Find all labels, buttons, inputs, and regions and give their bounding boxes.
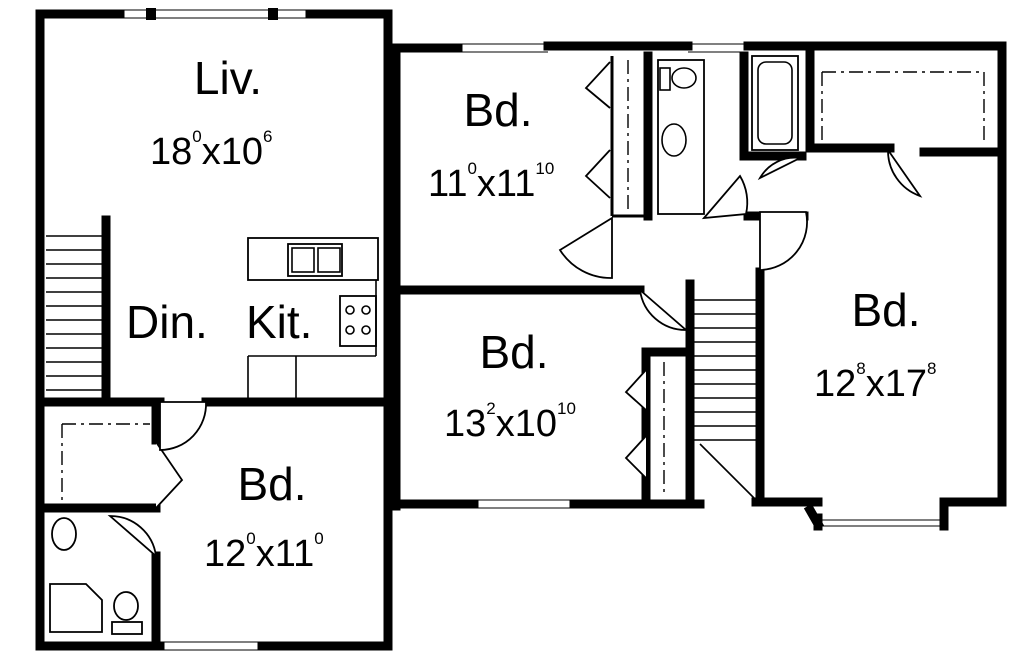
stairs-left — [46, 235, 102, 391]
room-label-bed-right: Bd. 128x178 — [814, 284, 937, 405]
closet-lines — [61, 60, 985, 500]
room-name-bed-right: Bd. — [851, 284, 920, 336]
room-name-living: Liv. — [194, 52, 262, 104]
room-label-bed-middle: Bd. 132x1010 — [444, 326, 576, 445]
room-label-living: Liv. 180x106 — [150, 52, 273, 173]
room-dim-living: 180x106 — [150, 127, 273, 173]
kitchen-fixtures — [247, 237, 379, 398]
room-name-bed-middle: Bd. — [479, 326, 548, 378]
room-label-bed-top-center: Bd. 110x1110 — [428, 84, 554, 205]
stairs-center — [694, 299, 757, 501]
room-name-bed-top-center: Bd. — [463, 84, 532, 136]
bath-top-fixtures — [657, 55, 799, 215]
room-dim-bed-right: 128x178 — [814, 359, 937, 405]
room-name-kitchen: Kit. — [246, 296, 312, 348]
room-name-bed-bottom-left: Bd. — [237, 458, 306, 510]
room-dim-bed-bottom-left: 120x110 — [204, 529, 324, 575]
room-label-bed-bottom-left: Bd. 120x110 — [204, 458, 324, 575]
room-name-dining: Din. — [126, 296, 208, 348]
room-dim-bed-top-center: 110x1110 — [428, 159, 554, 205]
room-dim-bed-middle: 132x1010 — [444, 399, 576, 445]
bath-bottom-fixtures — [49, 517, 143, 635]
doors — [107, 61, 923, 559]
